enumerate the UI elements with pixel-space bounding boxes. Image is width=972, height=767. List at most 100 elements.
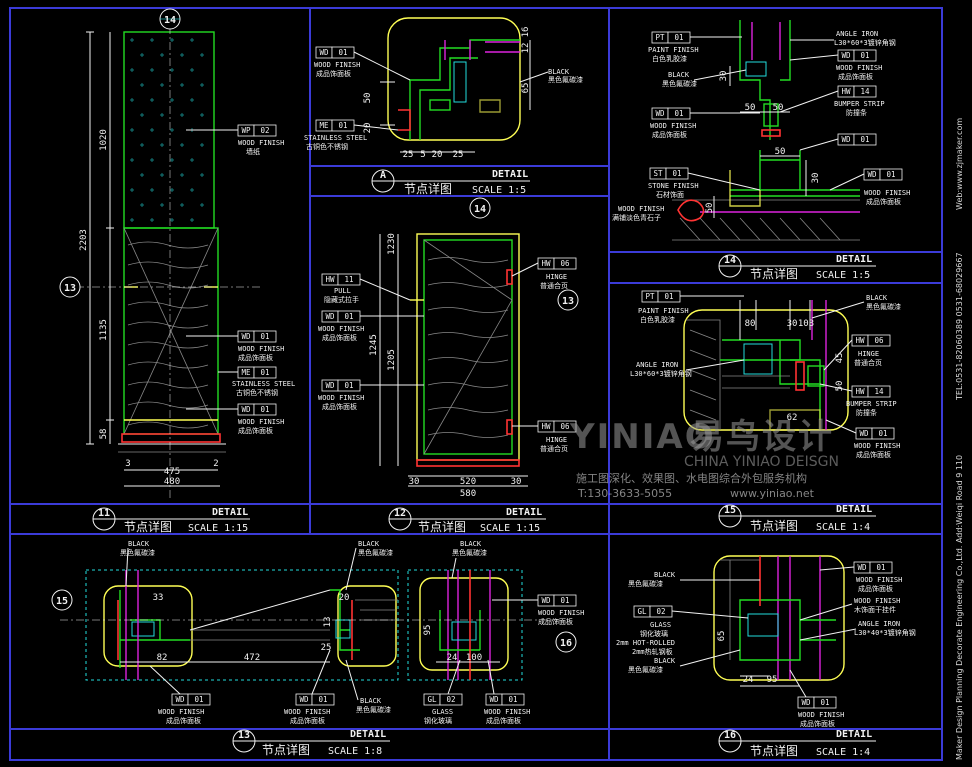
marker-16-d13[interactable]: 16 [555, 631, 577, 653]
tag-me01-d11[interactable]: ME 01 STAINLESS STEEL 古铜色不锈钢 [218, 366, 295, 397]
svg-text:钢化玻璃: 钢化玻璃 [640, 629, 668, 638]
note-black-d13b: BLACK 黑色氟碳漆 [345, 540, 393, 591]
svg-text:GL: GL [637, 607, 647, 616]
tag-wd01-d11a[interactable]: WD 01 WOOD FINISH 成品饰面板 [186, 330, 284, 362]
svg-text:BLACK: BLACK [358, 540, 380, 548]
svg-text:L30*60*3镀锌角钢: L30*60*3镀锌角钢 [834, 38, 896, 47]
tag-hw06-d12b[interactable]: HW 06 HINGE 普通合页 [512, 420, 577, 453]
svg-text:WOOD FINISH: WOOD FINISH [238, 418, 284, 426]
svg-text:01: 01 [344, 381, 353, 390]
svg-text:L30*60*3镀锌角钢: L30*60*3镀锌角钢 [630, 369, 692, 378]
svg-text:01: 01 [338, 121, 347, 130]
svg-text:01: 01 [674, 33, 683, 42]
svg-text:WOOD FINISH: WOOD FINISH [854, 442, 900, 450]
marker-13-d11-label: 13 [64, 283, 76, 294]
side-company: Maker Design Planning Decorate Engineeri… [955, 455, 964, 760]
d13-a: 33 [153, 593, 164, 603]
note-angle-iron-d15: ANGLE IRON L30*60*3镀锌角钢 [630, 359, 745, 378]
tag-hw06-d12a[interactable]: HW 06 HINGE 普通合页 [511, 257, 577, 290]
svg-text:成品饰面板: 成品饰面板 [838, 72, 873, 81]
note-angle-iron-d14: ANGLE IRON L30*60*3镀锌角钢 [790, 30, 896, 47]
svg-text:01: 01 [318, 695, 327, 704]
d14-a: 30 [719, 71, 729, 82]
svg-text:WOOD FINISH: WOOD FINISH [484, 708, 530, 716]
svg-text:WOOD FINISH: WOOD FINISH [864, 189, 910, 197]
tag-wd01-d13a[interactable]: WD 01 WOOD FINISH 成品饰面板 [492, 594, 584, 626]
svg-text:白色乳胶漆: 白色乳胶漆 [640, 315, 675, 324]
detail-16-title: 节点详图 [750, 743, 798, 758]
tag-wd01-d16a[interactable]: WD 01 WOOD FINISH 成品饰面板 [819, 561, 902, 593]
svg-text:02: 02 [260, 126, 269, 135]
svg-text:WD: WD [541, 596, 551, 605]
svg-text:黑色氟碳漆: 黑色氟碳漆 [866, 302, 901, 311]
note-black-d13d: BLACK 黑色氟碳漆 [345, 659, 391, 714]
svg-text:普通合页: 普通合页 [854, 358, 882, 367]
svg-text:01: 01 [194, 695, 203, 704]
tag-wd01-d14c[interactable]: WD 01 [799, 133, 877, 151]
d13-b: 82 [157, 653, 168, 663]
d11-h1: 1020 [99, 129, 109, 151]
marker-14-d12[interactable]: 14 [469, 197, 491, 219]
dA-b3: 20 [432, 150, 443, 160]
svg-text:BLACK: BLACK [460, 540, 482, 548]
tag-wd01-d14a[interactable]: WD 01 WOOD FINISH 成品饰面板 [650, 107, 760, 139]
tag-wp02-d11[interactable]: WP 02 WOOD FINISH 墙纸 [186, 124, 284, 156]
tag-hw14-d15[interactable]: HW 14 BUMPER STRIP 防撞条 [819, 383, 897, 417]
tag-hw06-d15[interactable]: HW 06 HINGE 普通合页 [823, 334, 891, 371]
svg-text:古铜色不锈钢: 古铜色不锈钢 [306, 142, 348, 151]
marker-13-d12[interactable]: 13 [557, 289, 579, 311]
tag-wd01-d14d[interactable]: WD 01 WOOD FINISH 成品饰面板 [829, 168, 910, 206]
tag-wd01-d15[interactable]: WD 01 WOOD FINISH 成品饰面板 [825, 419, 900, 459]
tag-wd01-d11b[interactable]: WD 01 WOOD FINISH 成品饰面板 [186, 403, 284, 435]
d13-g: 24 [447, 653, 458, 663]
marker-14-d11[interactable]: 14 [159, 8, 181, 30]
tag-me01-dA[interactable]: ME 01 STAINLESS STEEL 古铜色不锈钢 [304, 119, 399, 151]
svg-text:HINGE: HINGE [546, 273, 567, 281]
svg-text:WOOD FINISH: WOOD FINISH [318, 394, 364, 402]
svg-text:01: 01 [560, 596, 569, 605]
svg-text:BLACK: BLACK [866, 294, 888, 302]
tag-gl02-d16[interactable]: GL 02 GLASS 钢化玻璃 2mm HOT-ROLLED 2mm热轧钢板 [616, 605, 749, 656]
tag-wd01-d13d[interactable]: WD 01 WOOD FINISH 成品饰面板 [484, 659, 530, 725]
tag-wd01-d13c[interactable]: WD 01 WOOD FINISH 成品饰面板 [284, 649, 335, 725]
tag-wd01-d16b[interactable]: WD 01 WOOD FINISH 成品饰面板 [789, 669, 844, 728]
svg-text:WOOD FINISH: WOOD FINISH [854, 597, 900, 605]
svg-text:ANGLE IRON: ANGLE IRON [836, 30, 878, 38]
tag-wd01-d12a[interactable]: WD 01 WOOD FINISH 成品饰面板 [318, 310, 424, 342]
tag-st01-d14[interactable]: ST 01 STONE FINISH 石材饰面 [648, 167, 761, 199]
d14-f: 30 [811, 173, 821, 184]
tag-wd01-d12b[interactable]: WD 01 WOOD FINISH 成品饰面板 [318, 379, 424, 411]
svg-text:BLACK: BLACK [668, 71, 690, 79]
title-detail-13: 13 DETAIL 节点详图 SCALE 1:8 [232, 729, 390, 757]
d13-f: 13 [323, 617, 333, 628]
svg-text:14: 14 [860, 87, 870, 96]
d15-b: 30 [787, 319, 798, 329]
svg-text:01: 01 [260, 368, 269, 377]
d12-h3: 1205 [387, 349, 397, 371]
tag-wd01-d13b[interactable]: WD 01 WOOD FINISH 成品饰面板 [149, 665, 211, 725]
tag-hw11-d12[interactable]: HW 11 PULL 隐藏式拉手 [321, 273, 411, 304]
title-detail-16: 16 DETAIL 节点详图 SCALE 1:4 [718, 729, 876, 758]
d12-w4: 580 [460, 489, 476, 499]
marker-13-d11[interactable]: 13 [59, 276, 81, 298]
tag-pt01-d15[interactable]: PT 01 PAINT FINISH 白色乳胶漆 [638, 290, 744, 324]
svg-text:ANGLE IRON: ANGLE IRON [858, 620, 900, 628]
svg-text:GL: GL [427, 695, 437, 704]
svg-text:01: 01 [886, 170, 895, 179]
note-black-d16b: BLACK 黑色氟碳漆 [628, 649, 741, 674]
watermark-logo: YINIAO [569, 417, 716, 457]
svg-text:WOOD FINISH: WOOD FINISH [284, 708, 330, 716]
tag-wd01-d14b[interactable]: WD 01 WOOD FINISH 成品饰面板 [789, 49, 882, 81]
marker-15-d13[interactable]: 15 [51, 589, 73, 611]
detail-15-title: 节点详图 [750, 518, 798, 533]
svg-text:HW: HW [541, 422, 551, 431]
tag-wd01-dA[interactable]: WD 01 WOOD FINISH 成品饰面板 [314, 46, 411, 81]
detail-A-dims: 50 20 12 16 65 25 5 20 25 [363, 27, 531, 160]
note-black-d13a: BLACK 黑色氟碳漆 [120, 540, 155, 587]
tag-gl02-d13[interactable]: GL 02 GLASS 钢化玻璃 [423, 659, 463, 725]
tag-pt01-d14[interactable]: PT 01 PAINT FINISH 白色乳胶漆 [648, 31, 742, 63]
svg-text:HW: HW [325, 275, 335, 284]
svg-text:01: 01 [674, 109, 683, 118]
svg-text:HINGE: HINGE [546, 436, 567, 444]
tag-hw14-d14[interactable]: HW 14 BUMPER STRIP 防撞条 [779, 85, 885, 117]
